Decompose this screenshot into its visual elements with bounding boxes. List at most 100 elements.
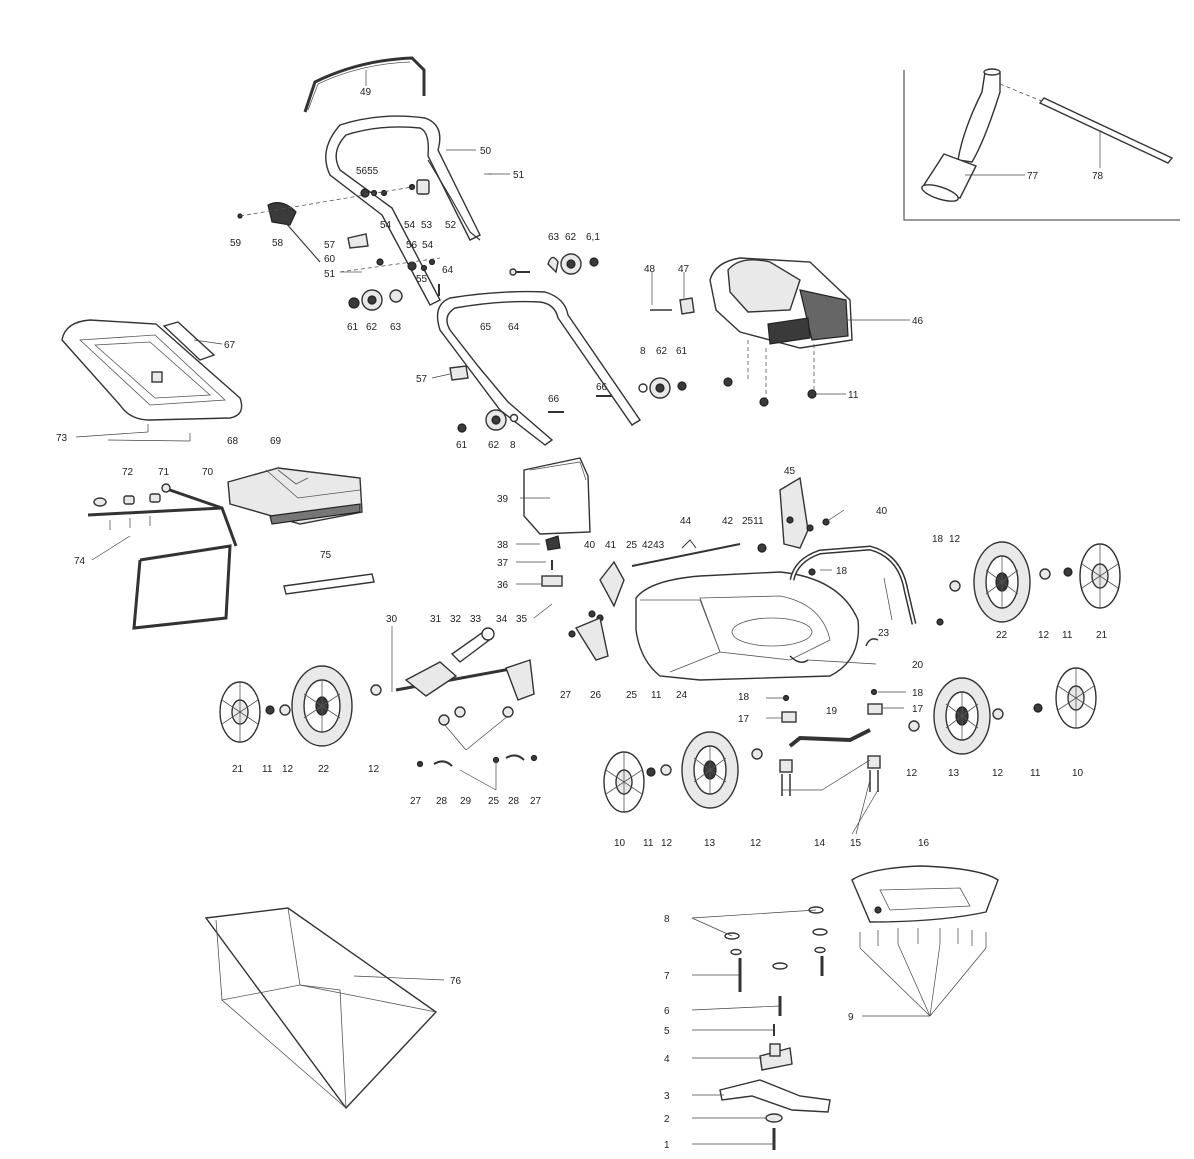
label-11f: 11 [643, 838, 654, 849]
label-54c: 54 [422, 240, 434, 251]
part-68-catcher-lid [61, 319, 243, 421]
label-8: 8 [640, 346, 646, 357]
label-10b: 10 [614, 838, 626, 849]
part-66-bolts [548, 395, 612, 413]
label-62c: 62 [656, 346, 668, 357]
part-76-grass-bag [204, 907, 438, 1110]
label-12d: 12 [368, 764, 380, 775]
label-5: 5 [664, 1026, 670, 1037]
part-78-rod [1038, 97, 1174, 164]
label-29: 29 [460, 796, 472, 807]
label-59: 59 [230, 238, 242, 249]
part-9-screws [859, 928, 987, 948]
label-66b: 66 [548, 394, 560, 405]
label-12c: 12 [282, 764, 294, 775]
label-25c: 25 [488, 796, 500, 807]
label-30: 30 [386, 614, 398, 625]
label-56: 56 [406, 240, 418, 251]
part-61-62-63-knob-set-left [348, 289, 403, 311]
label-6: 6 [664, 1006, 670, 1017]
part-61-62-63-knob-set-right [547, 253, 599, 275]
label-17: 17 [738, 714, 750, 725]
part-16-mulch-plug [851, 865, 999, 923]
part-25-28-29-bushings [416, 706, 538, 768]
label-22: 22 [996, 630, 1008, 641]
label-18d: 18 [912, 688, 924, 699]
part-21-hubcap-rear-right [1079, 543, 1121, 609]
label-51b: 51 [324, 269, 336, 280]
label-39: 39 [497, 494, 509, 505]
part-36-37-38-adjuster [541, 535, 563, 587]
label-9: 9 [848, 1012, 854, 1023]
label-68: 68 [227, 436, 239, 447]
label-12f: 12 [992, 768, 1004, 779]
part-69-top-cover [227, 467, 363, 525]
label-25b: 25 [626, 690, 638, 701]
label-34: 34 [496, 614, 508, 625]
part-10-hubcap-front-left [603, 751, 645, 813]
label-72: 72 [122, 467, 134, 478]
part-61-62-8-knob-set-low [457, 409, 519, 433]
label-66: 66 [596, 382, 608, 393]
label-11: 11 [848, 390, 859, 401]
label-37: 37 [497, 558, 509, 569]
label-3: 3 [664, 1091, 670, 1102]
label-24: 24 [676, 690, 688, 701]
label-67: 67 [224, 340, 236, 351]
label-64b: 64 [508, 322, 520, 333]
label-7: 7 [664, 971, 670, 982]
label-57b: 57 [416, 374, 428, 385]
label-11d: 11 [262, 764, 273, 775]
label-32: 32 [450, 614, 462, 625]
part-39-chute [523, 457, 591, 535]
part-57-clip-upper [347, 233, 369, 249]
label-8b: 8 [510, 440, 516, 451]
label-61c: 61 [676, 346, 688, 357]
label-26: 26 [590, 690, 602, 701]
part-12-left-bearing [370, 684, 382, 696]
label-61b: 6,1 [586, 232, 600, 243]
label-2: 2 [664, 1114, 670, 1125]
label-8c: 8 [664, 914, 670, 925]
label-1: 1 [664, 1140, 670, 1151]
part-10-hubcap-front-right [1055, 667, 1097, 729]
label-78: 78 [1092, 171, 1104, 182]
part-67-handle-grip [162, 321, 216, 361]
label-12b: 12 [1038, 630, 1050, 641]
label-48: 48 [644, 264, 656, 275]
inset-box [903, 68, 1180, 221]
label-2511: 2511 [742, 516, 764, 527]
label-64: 64 [442, 265, 454, 276]
part-21-hubcap-left [219, 681, 261, 743]
leader-lines [75, 70, 987, 1145]
label-12e: 12 [906, 768, 918, 779]
part-77-socket-tool [920, 68, 1001, 202]
label-47: 47 [678, 264, 690, 275]
label-13b: 13 [704, 838, 716, 849]
part-12-11-rear-right [808, 567, 1073, 626]
label-36: 36 [497, 580, 509, 591]
label-40: 40 [584, 540, 596, 551]
label-4243: 4243 [642, 540, 665, 551]
label-12: 12 [949, 534, 961, 545]
part-13-wheel-front-right [933, 677, 991, 755]
label-42: 42 [722, 516, 734, 527]
label-73: 73 [56, 433, 68, 444]
label-5655: 5655 [356, 166, 379, 177]
label-12g: 12 [661, 838, 673, 849]
label-50: 50 [480, 146, 492, 157]
part-11-12-left [265, 704, 291, 716]
label-18b: 18 [932, 534, 944, 545]
label-44: 44 [680, 516, 692, 527]
label-53: 53 [421, 220, 433, 231]
label-70: 70 [202, 467, 214, 478]
part-12-front-left-bearing [751, 748, 763, 760]
label-57: 57 [324, 240, 336, 251]
part-50-upper-handle [325, 115, 481, 306]
part-73-screws [147, 424, 191, 441]
part-57-clip-lower [449, 365, 469, 381]
label-62d: 62 [488, 440, 500, 451]
callout-labels: 49 50 51 5655 54 54 53 52 59 58 57 60 56… [56, 87, 1108, 1151]
label-12h: 12 [750, 838, 762, 849]
